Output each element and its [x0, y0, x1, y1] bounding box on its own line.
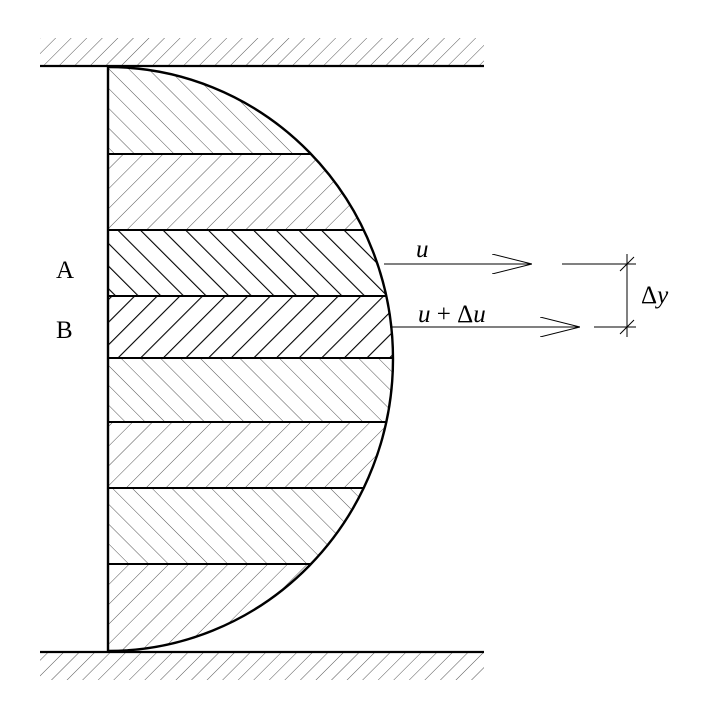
bottom-wall	[40, 650, 484, 680]
velocity-profile-curve	[107, 65, 395, 653]
velocity-label-upper: u	[416, 236, 429, 263]
fluid-layer-b	[108, 296, 393, 358]
spacing-dimension	[562, 254, 636, 337]
fluid-layer-a	[108, 230, 393, 296]
fluid-layer-7	[108, 488, 393, 564]
fluid-layer-5	[108, 358, 393, 422]
top-wall	[40, 38, 484, 68]
fluid-layer-2	[108, 154, 393, 230]
velocity-lower-u: u	[418, 301, 431, 328]
layer-a-label: A	[56, 257, 74, 284]
layer-b-label: B	[56, 317, 73, 344]
velocity-lower-du: u	[473, 301, 486, 328]
velocity-lower-plus-delta: + Δ	[431, 301, 474, 328]
spacing-y: y	[654, 282, 669, 309]
velocity-label-lower: u + Δu	[418, 301, 486, 328]
fluid-layer-6	[108, 422, 393, 488]
spacing-delta: Δ	[641, 282, 657, 309]
fluid-layers	[108, 67, 393, 651]
spacing-label: Δy	[641, 282, 669, 309]
